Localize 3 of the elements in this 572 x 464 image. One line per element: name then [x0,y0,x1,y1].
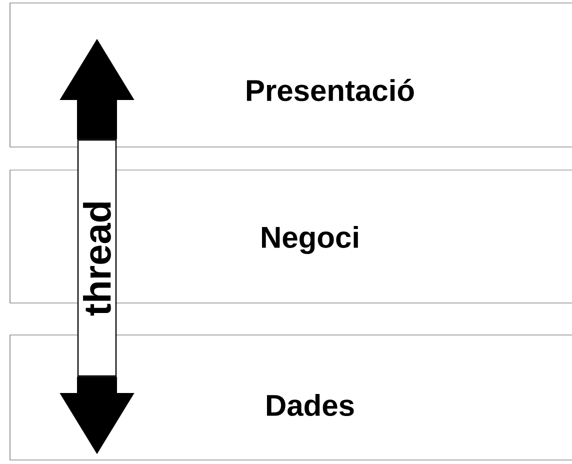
label-box: thread [77,139,117,377]
layer-box: Dades [10,334,572,460]
layer-box: Presentació [10,2,572,148]
